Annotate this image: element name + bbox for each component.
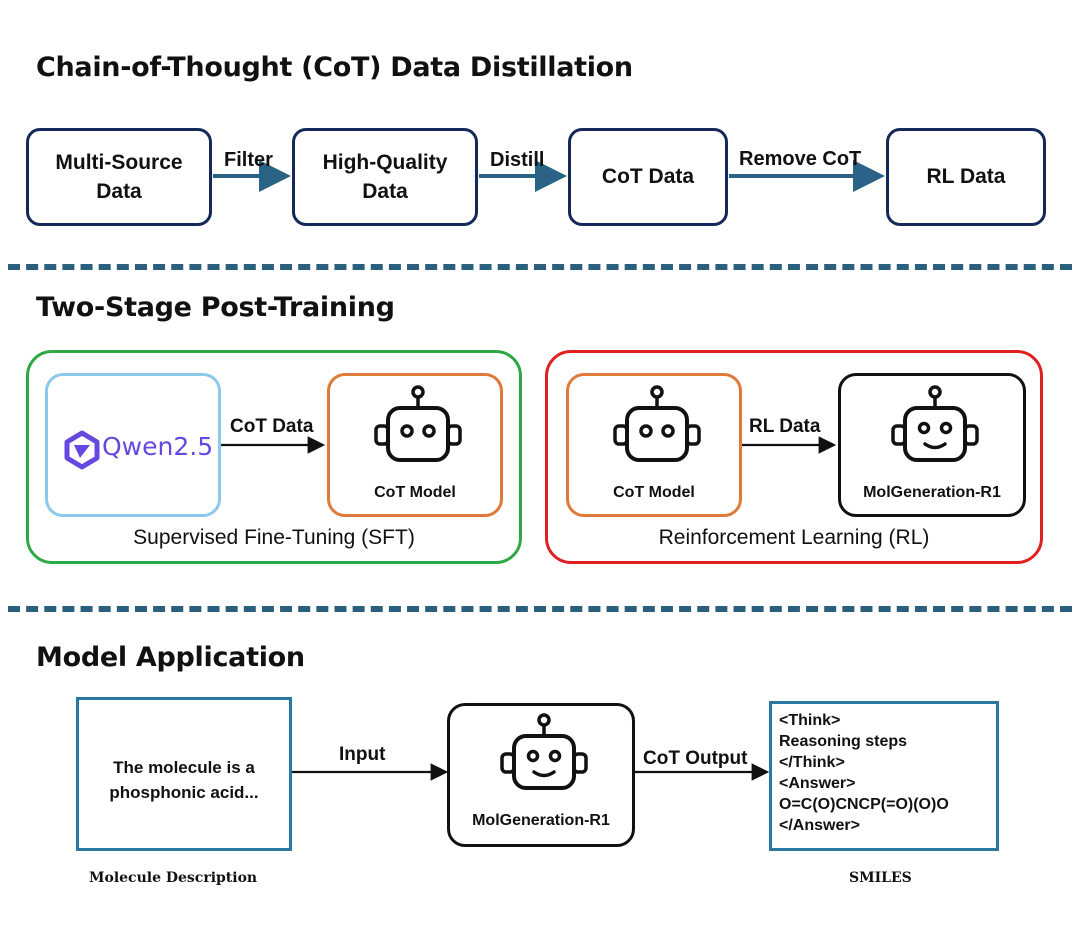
section-divider-1 — [8, 264, 1072, 270]
cot-output-label: CoT Output — [643, 748, 748, 769]
sft-group — [26, 350, 522, 564]
molgeneration-r1-box: MolGeneration-R1 — [838, 373, 1026, 517]
molgeneration-r1-label: MolGeneration-R1 — [863, 484, 1001, 501]
smiles-caption: SMILES — [849, 870, 912, 886]
rl-cot-model-box: CoT Model — [566, 373, 742, 517]
distill-label: Distill — [490, 149, 545, 171]
rl-arrow-label: RL Data — [749, 416, 821, 437]
robot-icon — [613, 385, 701, 462]
post-training-title: Two-Stage Post-Training — [36, 292, 395, 323]
cot-data-box: CoT Data — [568, 128, 728, 226]
smiles-output-box: <Think> Reasoning steps </Think> <Answer… — [769, 701, 999, 851]
output-line-smiles: O=C(O)CNCP(=O)(O)O — [779, 796, 949, 813]
molecule-description-text: The molecule is a phosphonic acid... — [79, 756, 289, 805]
output-line-think-close: </Think> — [779, 754, 845, 771]
description-line2: phosphonic acid... — [109, 782, 259, 802]
smiles-output-text: <Think> Reasoning steps </Think> <Answer… — [779, 710, 949, 836]
rl-data-label: RL Data — [926, 165, 1006, 189]
qwen-base-model-box: Qwen2.5 — [45, 373, 221, 517]
output-line-think-open: <Think> — [779, 712, 841, 729]
rl-group — [545, 350, 1043, 564]
qwen-logo-text: Qwen2.5 — [102, 432, 214, 461]
application-title: Model Application — [36, 642, 305, 673]
description-line1: The molecule is a — [113, 758, 255, 777]
high-quality-line2: Data — [362, 180, 408, 203]
output-line-answer-open: <Answer> — [779, 775, 856, 792]
qwen-logo-icon — [64, 430, 100, 470]
high-quality-line1: High-Quality — [322, 150, 448, 174]
output-line-reasoning: Reasoning steps — [779, 733, 908, 750]
sft-cot-model-label: CoT Model — [374, 484, 456, 501]
molecule-description-caption: Molecule Description — [89, 870, 258, 886]
application-model-box: MolGeneration-R1 — [447, 703, 635, 847]
sft-arrow-label: CoT Data — [230, 416, 314, 437]
rl-cot-model-label: CoT Model — [613, 484, 695, 501]
sft-cot-model-box: CoT Model — [327, 373, 503, 517]
filter-label: Filter — [224, 149, 273, 171]
output-line-answer-close: </Answer> — [779, 817, 860, 834]
application-model-label: MolGeneration-R1 — [472, 812, 610, 829]
robot-icon — [374, 385, 462, 462]
multi-source-line1: Multi-Source — [55, 150, 183, 174]
remove-cot-label: Remove CoT — [739, 148, 862, 170]
sft-group-label: Supervised Fine-Tuning (SFT) — [133, 526, 415, 549]
rl-group-label: Reinforcement Learning (RL) — [658, 526, 930, 549]
distillation-title: Chain-of-Thought (CoT) Data Distillation — [36, 52, 633, 83]
rl-data-box: RL Data — [886, 128, 1046, 226]
robot-smiling-icon — [500, 713, 588, 790]
molecule-description-box: The molecule is a phosphonic acid... — [76, 697, 292, 851]
multi-source-line2: Data — [96, 180, 142, 203]
cot-data-label: CoT Data — [601, 165, 695, 189]
input-label: Input — [339, 744, 386, 765]
section-divider-2 — [8, 606, 1072, 612]
robot-smiling-icon — [891, 385, 979, 462]
